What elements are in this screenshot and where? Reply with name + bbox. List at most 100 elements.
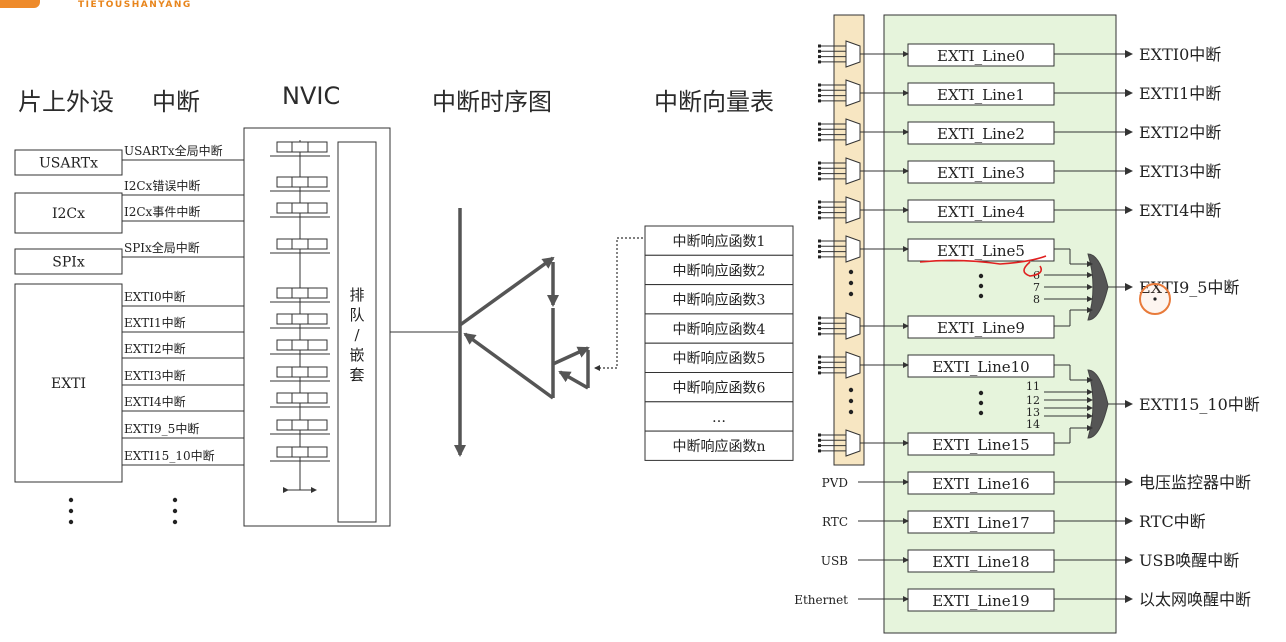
exti-output-label: EXTI2中断 [1139,123,1221,142]
ellipsis-dot [68,497,74,503]
mux-pin [818,88,821,92]
nvic-block: 排队/嵌套 [243,127,458,527]
ellipsis-dot [848,291,854,297]
nvic-queue-char: 排 [349,286,364,304]
vector-entry-label: 中断响应函数3 [673,292,766,309]
mux-pin [818,83,821,87]
vector-entry-label: 中断响应函数4 [673,321,766,338]
mux-pin [818,449,821,453]
exti-output-label: EXTI0中断 [1139,45,1221,64]
mux-pin [818,133,821,137]
irq-lines-group: USARTx全局中断I2Cx错误中断I2Cx事件中断SPIx全局中断EXTI0中… [122,143,267,467]
priority-register [276,313,328,325]
mux-pin [818,55,821,59]
nvic-queue-box [337,141,377,523]
nvic-queue-char: 嵌 [349,346,364,364]
gpio-mux [845,157,861,185]
exti-line-10-label: EXTI_Line10 [932,358,1029,376]
exti-output-label: 以太网唤醒中断 [1139,590,1251,609]
priority-register [276,176,328,188]
exti-output-label: RTC中断 [1139,512,1206,531]
ellipsis-dot [978,273,984,279]
mux-pin [818,321,821,325]
gpio-mux [845,351,861,379]
priority-register [276,392,328,404]
header-peripherals: 片上外设 [18,88,114,116]
vector-entry-label: 中断响应函数1 [673,233,766,250]
exti-line-0-label: EXTI_Line0 [937,47,1025,65]
nvic-queue-char: / [354,326,360,344]
exti-source-label: USB [821,554,848,568]
irq-label: EXTI0中断 [124,289,186,304]
vector-entry-label: 中断响应函数6 [673,380,766,397]
vector-entry [644,342,794,374]
exti-block: EXTI_Line0EXTI_Line1EXTI_Line2EXTI_Line3… [794,14,1260,634]
or-input-number: 14 [1026,418,1040,431]
mux-pin [818,255,821,259]
irq-label: USARTx全局中断 [124,143,223,158]
mux-pin [818,49,821,53]
or-input-number: 7 [1033,281,1040,294]
ellipsis-dot [68,519,74,525]
irq-label: EXTI15_10中断 [124,448,215,463]
vector-link-dotted [594,237,643,371]
mux-pin [818,172,821,176]
vector-entry-label: 中断响应函数2 [673,262,766,279]
gpio-mux [845,40,861,68]
ellipsis-dot [978,390,984,396]
mux-pin [818,138,821,142]
priority-register [276,141,328,153]
exti-line-16-label: EXTI_Line16 [932,475,1029,493]
gpio-mux [845,196,861,224]
mux-pin [818,205,821,209]
peripheral-label: I2Cx [52,206,85,222]
peripheral-label: SPIx [52,255,85,271]
priority-register [276,287,328,299]
ellipsis-dot [848,280,854,286]
nvic-queue-char: 队 [349,306,364,324]
exti-line-3-label: EXTI_Line3 [937,164,1025,182]
timing-nested-out [558,370,589,390]
exti-line-19-label: EXTI_Line19 [932,592,1029,610]
irq-label: EXTI9_5中断 [124,421,199,436]
mux-pin [818,366,821,370]
exti-source-label: PVD [822,476,848,490]
vector-entry [644,254,794,286]
exti-source-label: RTC [822,515,848,529]
ellipsis-dot [68,508,74,514]
vector-entry [644,284,794,315]
ellipsis-dot [848,398,854,404]
vector-table: 中断响应函数1中断响应函数2中断响应函数3中断响应函数4中断响应函数5中断响应函… [644,225,794,461]
mux-pin [818,161,821,165]
mux-pin [818,371,821,375]
annotation-underline [919,255,1047,277]
irq-label: I2Cx事件中断 [124,204,200,219]
exti-line-4-label: EXTI_Line4 [937,203,1025,221]
or-input-number: 13 [1026,406,1040,419]
mux-pin [818,433,821,437]
header-interrupt: 中断 [152,88,200,116]
mux-pin [818,177,821,181]
gpio-mux [845,429,861,457]
mux-pin [818,122,821,126]
mux-pin [818,200,821,204]
gpio-mux [845,312,861,340]
priority-register [276,419,328,431]
mux-pin [818,355,821,359]
header-nvic: NVIC [282,82,341,110]
peripheral-box [14,283,123,483]
irq-label: EXTI3中断 [124,368,186,383]
mux-pin [818,239,821,243]
peripheral-box [14,149,123,176]
or-input-number: 12 [1026,394,1040,407]
priority-register [276,238,328,250]
header-vector-table: 中断向量表 [654,88,774,116]
exti-line-15-label: EXTI_Line15 [932,436,1029,454]
ellipsis-dot [978,283,984,289]
exti-line-2-label: EXTI_Line2 [937,125,1025,143]
mux-pin [818,211,821,215]
ellipsis-dot [848,387,854,393]
exti-output-label: USB唤醒中断 [1139,551,1239,570]
ellipsis-dot [978,293,984,299]
